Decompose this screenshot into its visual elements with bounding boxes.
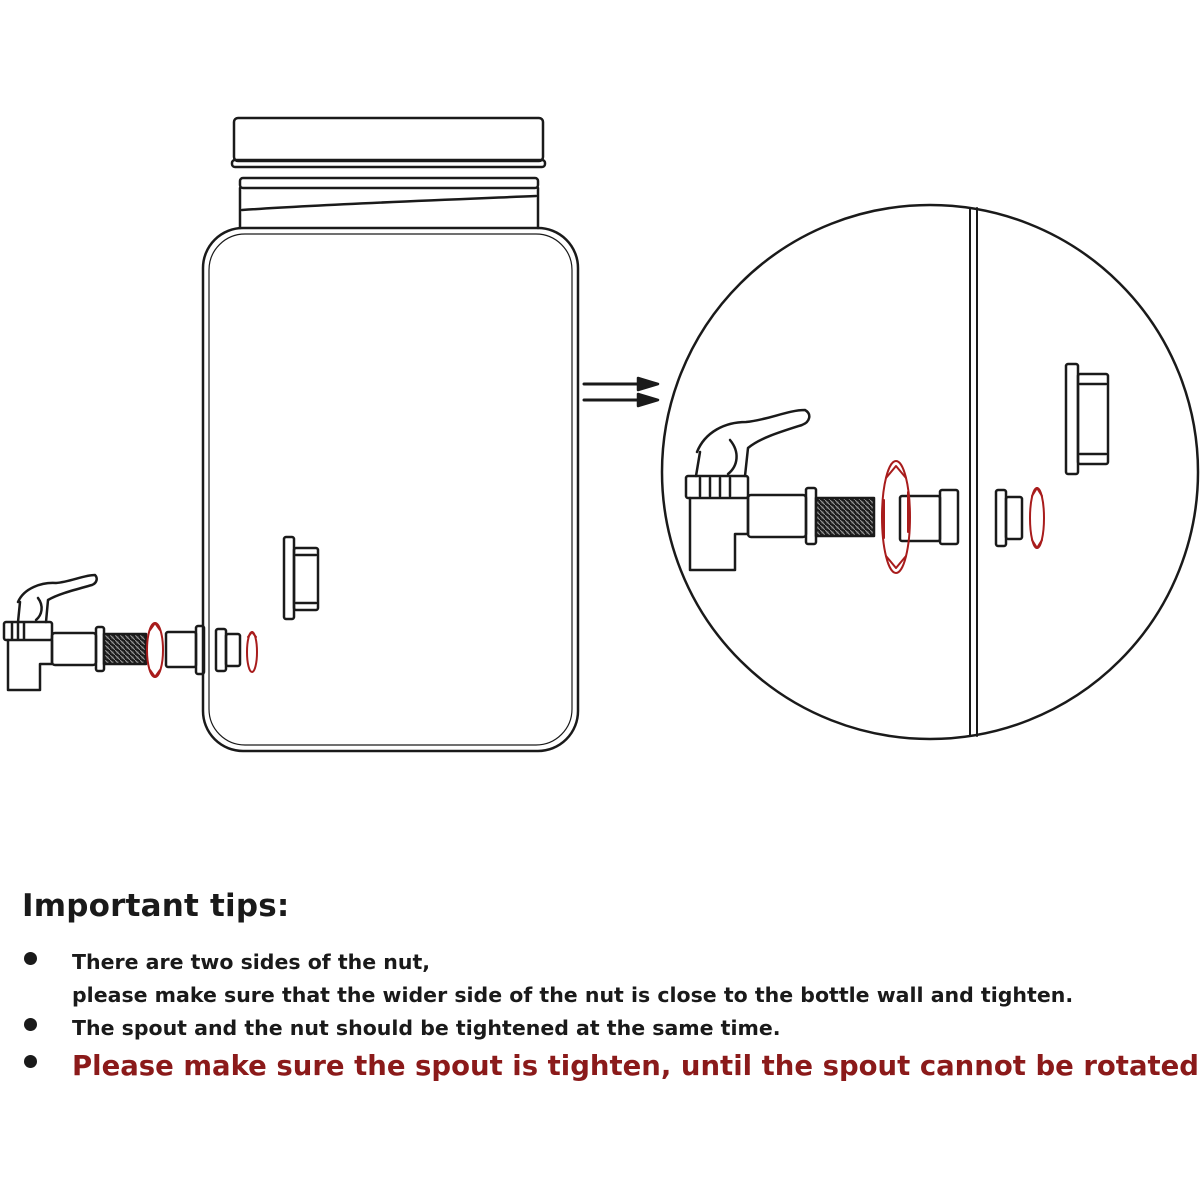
zoomed-nut-icon [994, 362, 1110, 548]
tip-line: The spout and the nut should be tightene… [72, 1016, 781, 1040]
jar-nut-icon [282, 535, 320, 621]
tips-title: Important tips: [22, 888, 290, 924]
bullet-icon [24, 952, 37, 965]
tip-item: The spout and the nut should be tightene… [22, 1012, 1192, 1045]
double-arrow-icon [582, 376, 660, 408]
zoomed-rotation-arrows-icon [881, 460, 1045, 574]
tip-line-highlight: Please make sure the spout is tighten, u… [72, 1050, 1199, 1082]
tip-item-highlight: Please make sure the spout is tighten, u… [22, 1045, 1199, 1087]
bullet-icon [24, 1018, 37, 1031]
jar-icon [201, 116, 580, 753]
zoom-circle-icon [660, 203, 1200, 741]
important-tips: Important tips: There are two sides of t… [22, 888, 1199, 1087]
installation-diagram [2, 116, 1200, 753]
bullet-icon [24, 1055, 37, 1068]
spout-icon [2, 573, 242, 692]
zoomed-spout-icon [684, 408, 960, 572]
rotation-arrows-icon [146, 622, 258, 678]
tip-line: There are two sides of the nut, [72, 950, 431, 974]
tip-item: There are two sides of the nut, please m… [22, 946, 1192, 1012]
tip-line: please make sure that the wider side of … [72, 983, 1074, 1007]
